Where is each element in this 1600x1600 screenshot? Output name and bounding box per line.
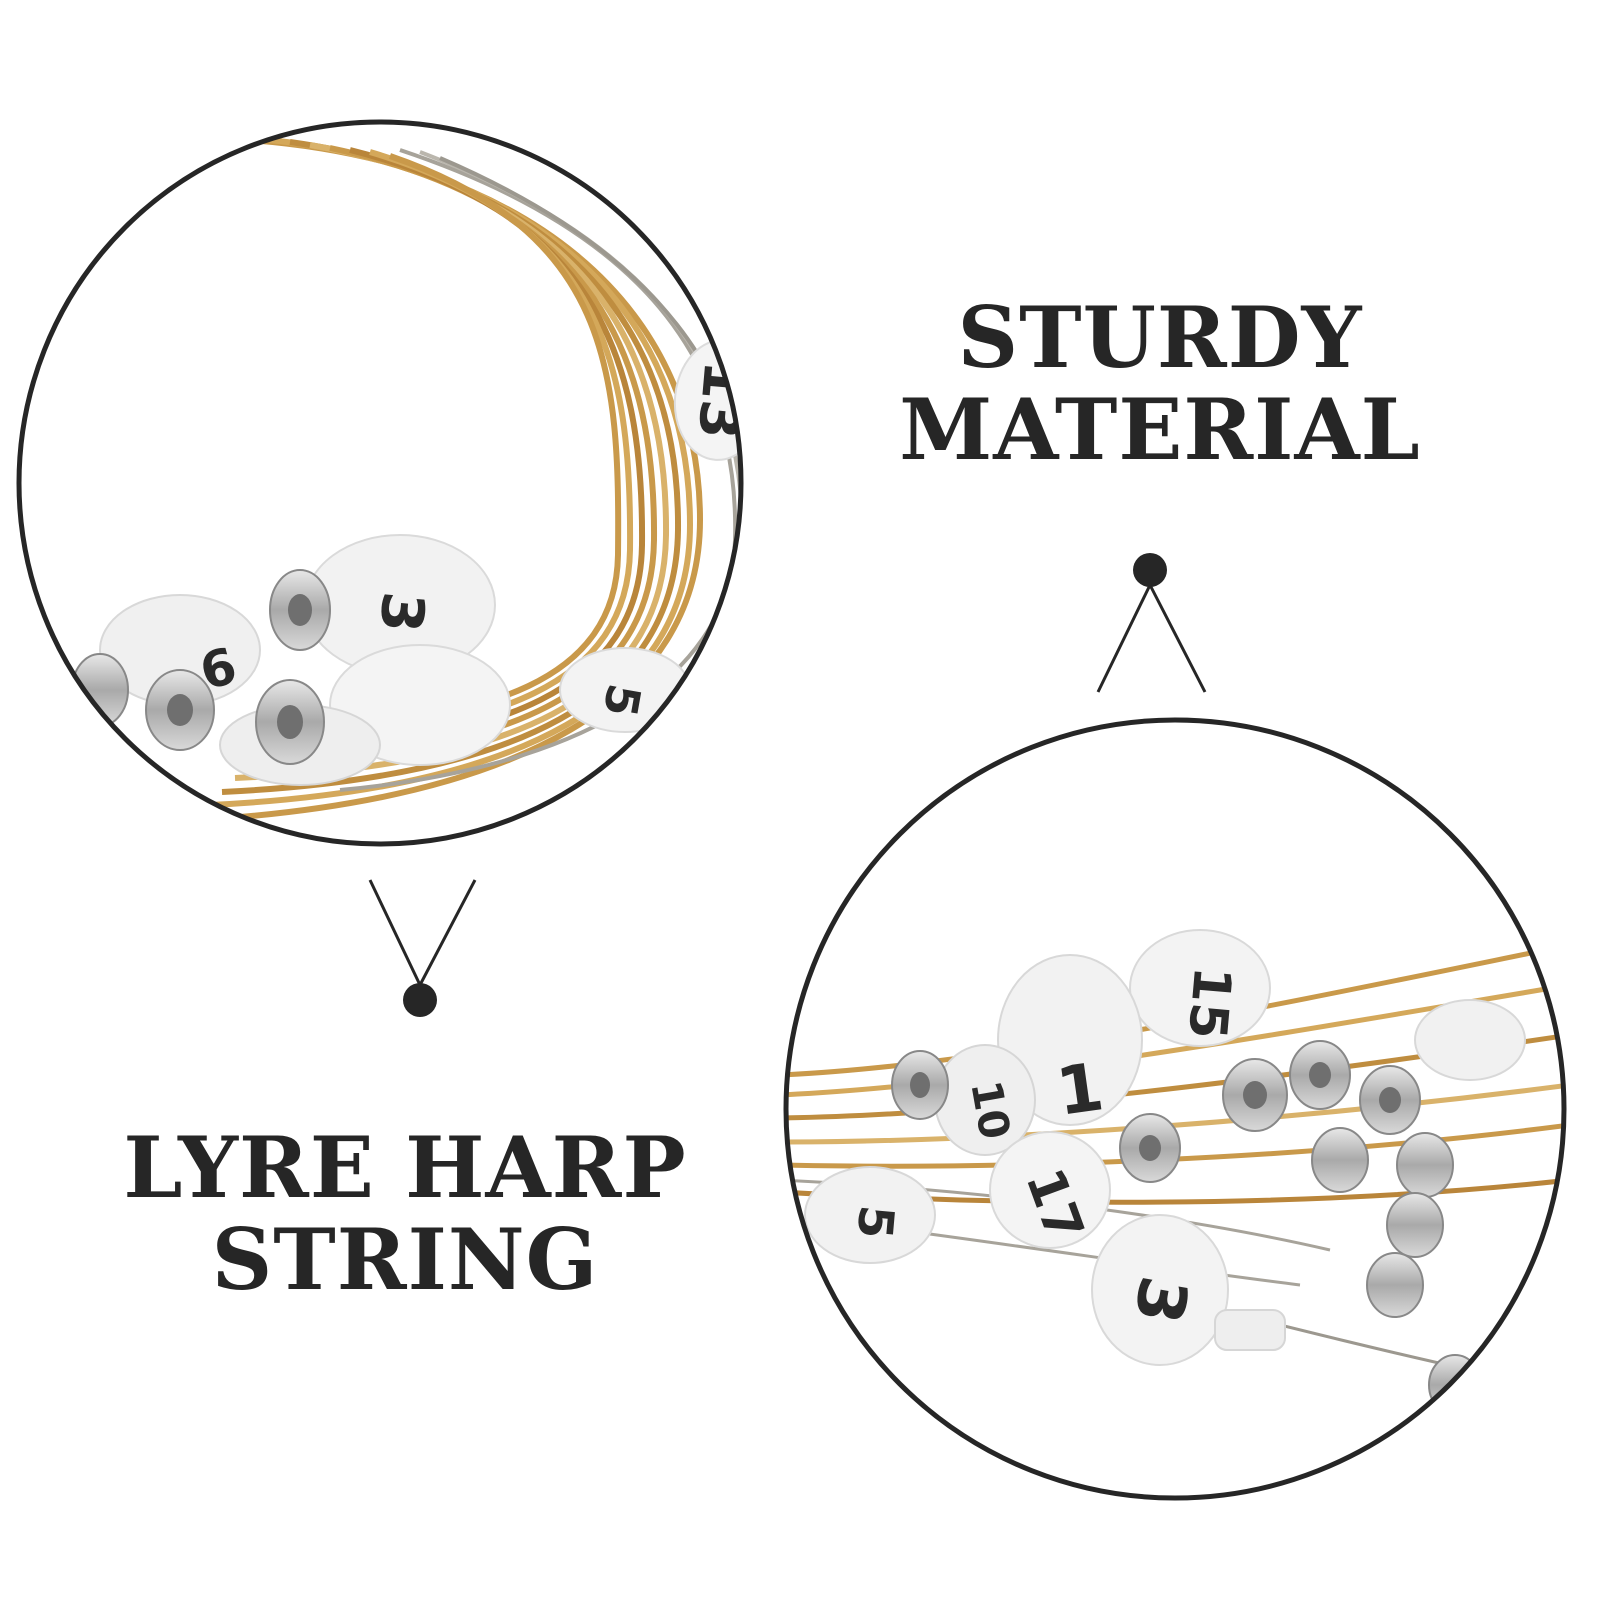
headline-sturdy-material: STURDY MATERIAL — [880, 292, 1440, 476]
svg-text:15: 15 — [1176, 964, 1242, 1041]
bottom-circle-pointer-dot — [1133, 553, 1167, 587]
headline-lyre-line1: LYRE HARP — [123, 1118, 687, 1217]
bottom-circle-pointer — [1096, 584, 1207, 693]
tag-cluster-top: 3 6 5 — [99, 534, 691, 786]
top-closeup-photo: 13 3 6 5 — [19, 122, 757, 844]
svg-text:1: 1 — [1052, 1048, 1108, 1131]
headline-lyre-harp-string: LYRE HARP STRING — [80, 1122, 730, 1306]
svg-text:5: 5 — [846, 1203, 905, 1241]
metal-bead-ends-top — [71, 569, 331, 765]
metal-bead-ends-bottom — [891, 1040, 1482, 1416]
tag-cluster-bottom: 1 15 10 17 5 3 — [804, 929, 1526, 1366]
svg-text:10: 10 — [961, 1077, 1019, 1143]
svg-text:3: 3 — [366, 589, 437, 635]
headline-sturdy-line2: MATERIAL — [899, 380, 1421, 479]
svg-text:13: 13 — [685, 358, 757, 441]
top-circle-pointer-dot — [403, 983, 437, 1017]
top-circle-frame — [16, 119, 744, 847]
headline-sturdy-line1: STURDY — [957, 288, 1363, 387]
bottom-circle-frame — [783, 717, 1567, 1501]
top-circle-pointer — [368, 879, 477, 986]
headline-lyre-line2: STRING — [211, 1210, 599, 1309]
bottom-closeup-photo: 1 15 10 17 5 3 — [786, 720, 1564, 1498]
